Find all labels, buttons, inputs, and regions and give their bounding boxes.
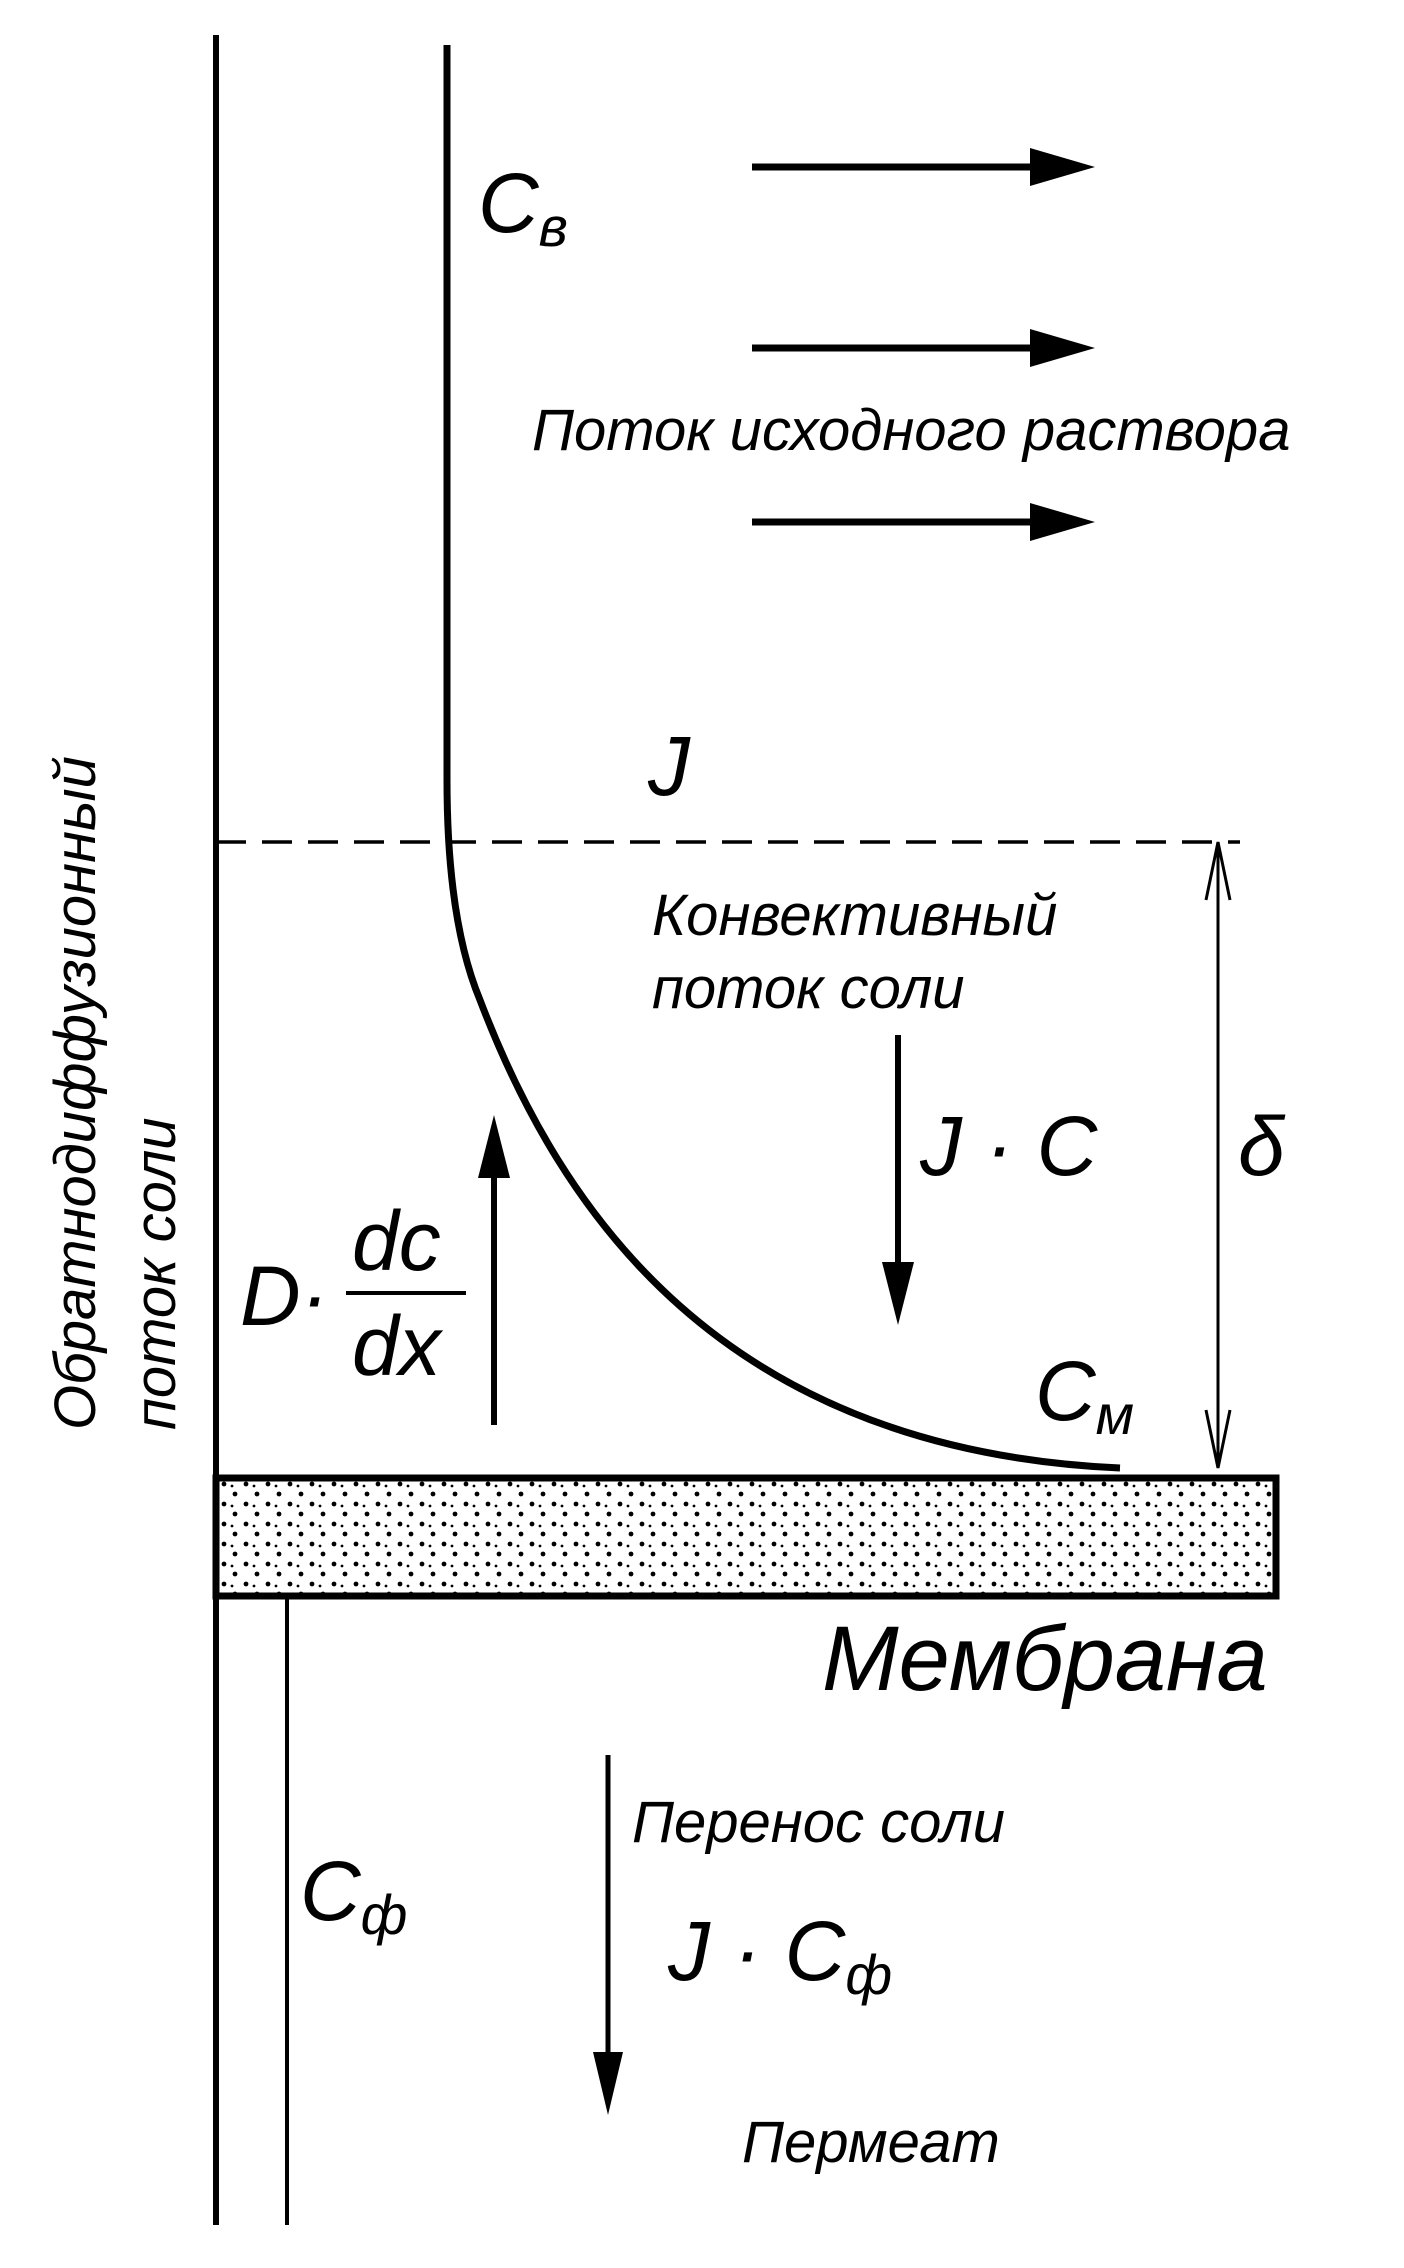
d-prefix-label: D· xyxy=(240,1249,329,1343)
dx-label: dx xyxy=(352,1299,444,1393)
feed-flow-label: Поток исходного раствора xyxy=(532,398,1290,463)
salt-transfer-arrow xyxy=(593,1755,623,2115)
diffusion-label-line1: Обратнодиффузионный xyxy=(43,756,108,1430)
j-label: J xyxy=(647,719,691,813)
jc-label: J · C xyxy=(919,1099,1099,1193)
salt-transfer-label: Перенос соли xyxy=(632,1790,1005,1855)
c-permeate-label: Cф xyxy=(300,1844,407,1946)
permeate-label: Пермеат xyxy=(742,2110,1000,2175)
diffusion-label-line2: поток соли xyxy=(123,1117,188,1430)
feed-flow-arrows xyxy=(752,148,1095,541)
delta-label: δ xyxy=(1238,1099,1286,1193)
convective-flow-arrow xyxy=(882,1035,914,1325)
membrane-label: Мембрана xyxy=(822,1608,1268,1710)
back-diffusion-arrow xyxy=(478,1115,510,1425)
convective-label-line1: Конвективный xyxy=(652,883,1057,948)
delta-dimension-arrow xyxy=(1204,841,1232,1469)
dc-label: dc xyxy=(352,1194,441,1288)
c-bulk-label: Cв xyxy=(478,156,568,258)
membrane-body xyxy=(212,1474,1280,1600)
c-membrane-label: Cм xyxy=(1035,1344,1134,1446)
concentration-profile-curve xyxy=(443,45,1121,1472)
jcf-label: J · Cф xyxy=(667,1904,892,2006)
convective-label-line2: поток соли xyxy=(652,956,965,1021)
